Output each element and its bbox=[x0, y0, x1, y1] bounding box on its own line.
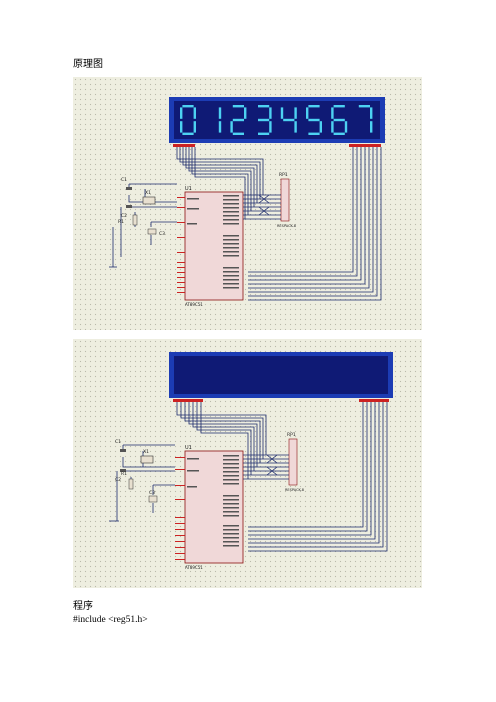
segment-g bbox=[308, 118, 320, 122]
pack-part-label: RESPACK-8 bbox=[277, 224, 296, 228]
segment-e bbox=[230, 121, 233, 133]
capacitor-c2: C2 bbox=[121, 205, 132, 219]
oscillator-circuit bbox=[109, 444, 175, 522]
pack-label: RP1 bbox=[279, 172, 288, 178]
code-line: #include <reg51.h> bbox=[73, 615, 148, 625]
display-digit: 4 bbox=[280, 107, 297, 133]
section-heading-program: 程序 bbox=[73, 601, 93, 612]
pack-label: RP1 bbox=[287, 432, 296, 438]
resistor-pack: RP1 RESPACK-8 bbox=[243, 172, 296, 228]
mcu-label: U1 bbox=[185, 186, 192, 192]
segment-b bbox=[244, 107, 247, 119]
section-heading-schematic: 原理图 bbox=[73, 59, 103, 70]
mcu-chip: U1 AT89C51 bbox=[177, 186, 244, 307]
segment-d bbox=[333, 132, 345, 135]
svg-text:R1: R1 bbox=[121, 471, 127, 477]
svg-text:C2: C2 bbox=[121, 213, 127, 219]
display-digit: 7 bbox=[358, 105, 373, 133]
display-digit: 3 bbox=[258, 105, 272, 135]
seven-segment-display: 01234567 bbox=[169, 97, 385, 147]
resistor-r1: R1 bbox=[118, 214, 138, 226]
segment-d bbox=[232, 132, 244, 135]
schematic-figure-2: U1 AT89C51 RP1 RESPACK-8 X1 C1 bbox=[73, 339, 422, 588]
segment-g bbox=[258, 118, 270, 122]
mcu-chip: U1 AT89C51 bbox=[175, 445, 244, 570]
display-digit: 6 bbox=[331, 105, 348, 135]
segment-d bbox=[308, 132, 320, 135]
segment-c bbox=[370, 121, 373, 133]
segment-e bbox=[180, 121, 183, 133]
segment-d bbox=[182, 132, 194, 135]
pack-part-label: RESPACK-8 bbox=[285, 488, 304, 492]
resistor-r1: R1 bbox=[121, 471, 134, 490]
resistor-pack: RP1 RESPACK-8 bbox=[243, 432, 304, 492]
segment-f bbox=[280, 107, 284, 119]
svg-text:C1: C1 bbox=[115, 439, 121, 445]
svg-text:C3: C3 bbox=[159, 231, 165, 237]
segment-c bbox=[218, 121, 222, 133]
svg-text:C2: C2 bbox=[115, 477, 121, 483]
capacitor-c1: C1 bbox=[121, 177, 132, 190]
svg-text:X1: X1 bbox=[143, 449, 149, 455]
svg-text:R1: R1 bbox=[118, 219, 124, 225]
display-digit: 0 bbox=[180, 105, 196, 135]
mcu-part-label: AT89C51 bbox=[185, 302, 203, 307]
segment-a bbox=[308, 105, 320, 108]
segment-a bbox=[258, 105, 270, 108]
crystal-x1: X1 bbox=[142, 190, 156, 205]
segment-e bbox=[331, 121, 334, 133]
capacitor-c3: C3 bbox=[148, 490, 158, 503]
segment-b bbox=[269, 107, 272, 119]
blank-seven-segment-display bbox=[169, 352, 393, 402]
segment-c bbox=[269, 121, 272, 133]
crystal-x1: X1 bbox=[140, 449, 154, 464]
display-digits: 01234567 bbox=[180, 105, 373, 135]
segment-b bbox=[294, 107, 297, 119]
segment-f bbox=[306, 107, 309, 119]
capacitor-c1: C1 bbox=[115, 439, 126, 452]
segment-d bbox=[258, 132, 270, 135]
mcu-label: U1 bbox=[185, 445, 192, 451]
segment-c bbox=[319, 121, 322, 133]
svg-text:X1: X1 bbox=[145, 190, 151, 196]
display-wires bbox=[176, 402, 388, 552]
display-wires bbox=[176, 147, 382, 301]
svg-text:C3: C3 bbox=[149, 490, 155, 496]
segment-g bbox=[283, 118, 295, 122]
display-digit: 2 bbox=[230, 105, 247, 135]
segment-c bbox=[294, 121, 297, 133]
segment-b bbox=[193, 107, 196, 119]
capacitor-c2: C2 bbox=[115, 469, 126, 483]
segment-a bbox=[333, 105, 345, 108]
segment-g bbox=[232, 118, 244, 122]
segment-f bbox=[331, 107, 334, 119]
segment-a bbox=[232, 105, 244, 108]
segment-f bbox=[180, 107, 183, 119]
svg-text:C1: C1 bbox=[121, 177, 127, 183]
segment-c bbox=[344, 121, 348, 133]
segment-b bbox=[370, 107, 373, 119]
schematic-figure-1: 01234567 bbox=[73, 77, 422, 330]
display-digit: 1 bbox=[218, 107, 222, 133]
segment-a bbox=[358, 105, 370, 108]
segment-g bbox=[333, 118, 345, 122]
oscillator-circuit bbox=[109, 183, 177, 268]
mcu-part-label: AT89C51 bbox=[185, 565, 203, 570]
segment-c bbox=[193, 121, 196, 133]
segment-b bbox=[218, 107, 222, 119]
segment-a bbox=[182, 105, 194, 108]
display-digit: 5 bbox=[306, 105, 322, 135]
capacitor-c3: C3 bbox=[147, 228, 165, 237]
